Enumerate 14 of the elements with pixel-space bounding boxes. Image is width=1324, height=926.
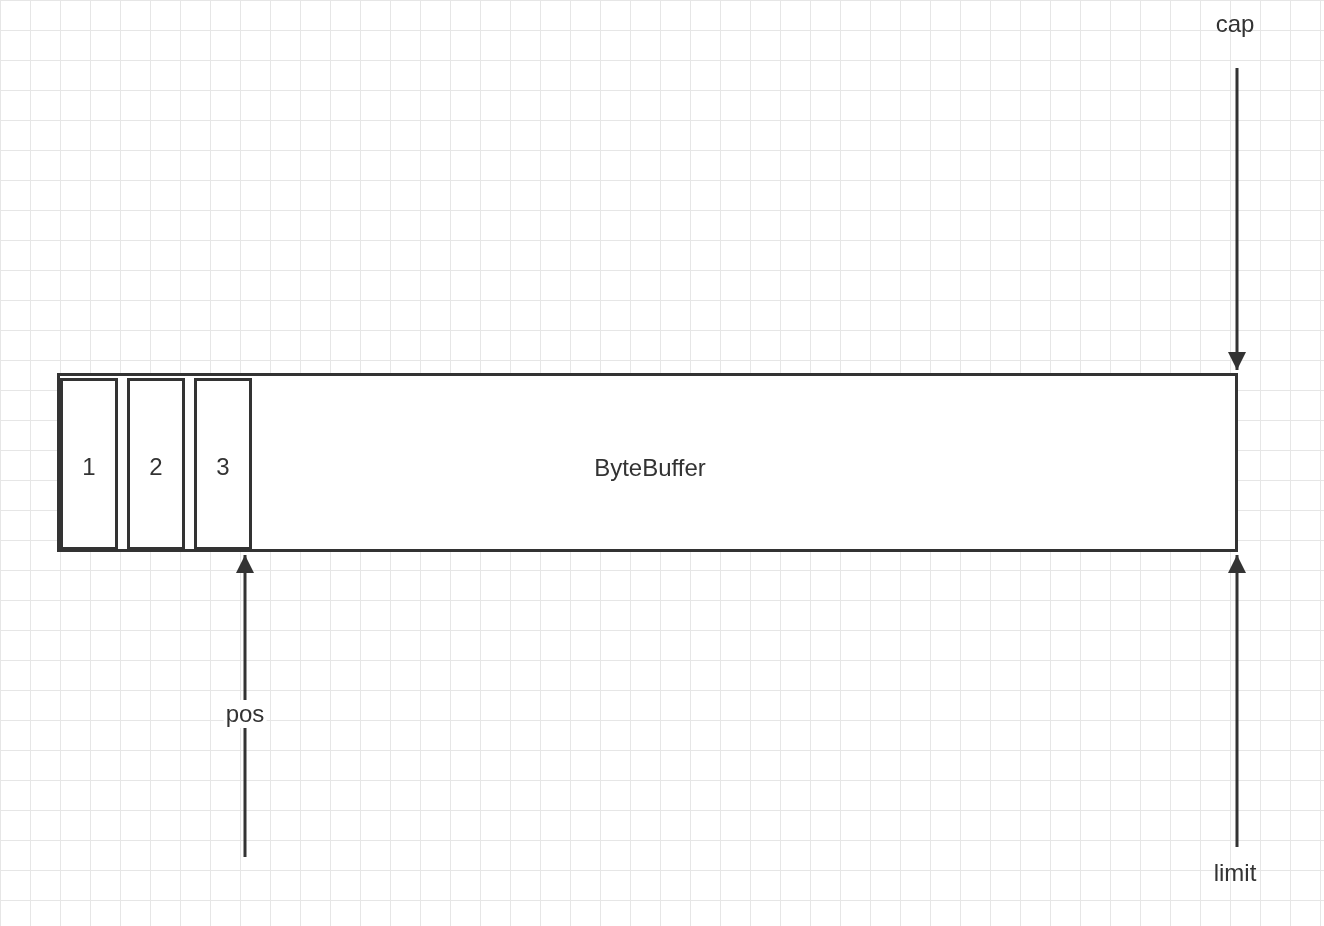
cell-number: 1 bbox=[82, 453, 96, 481]
pointer-label: cap bbox=[1215, 10, 1255, 38]
arrow bbox=[1228, 555, 1246, 847]
byte-cell-box bbox=[127, 378, 185, 550]
pointer-label: limit bbox=[1213, 859, 1257, 887]
byte-cell-box bbox=[60, 378, 118, 550]
arrow bbox=[1228, 68, 1246, 370]
edge-label: pos bbox=[223, 700, 267, 728]
byte-cell-box bbox=[194, 378, 252, 550]
buffer-label: ByteBuffer bbox=[594, 454, 706, 482]
buffer-box bbox=[57, 373, 1238, 552]
cell-number: 3 bbox=[216, 453, 230, 481]
arrow bbox=[236, 555, 254, 857]
cell-number: 2 bbox=[149, 453, 163, 481]
